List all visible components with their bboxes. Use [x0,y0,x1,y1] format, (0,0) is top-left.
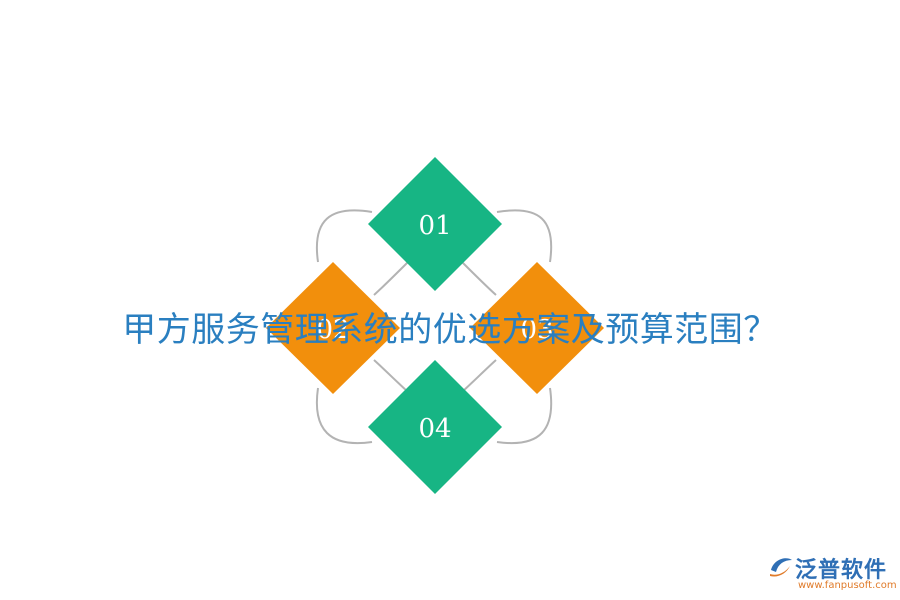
diamond-item-04: 04 [368,360,502,494]
diamond-03-label: 03 [520,315,553,345]
diamond-04-label: 04 [418,414,451,444]
ring-top-left [315,209,373,263]
page-title: 甲方服务管理系统的优选方案及预算范围？ [122,310,778,350]
diamond-02-label: 02 [316,315,349,345]
diamond-item-03: 03 [470,262,604,394]
ring-bottom-right [496,387,553,445]
diamond-item-01: 01 [368,157,502,291]
diamond-01-label: 01 [418,211,451,241]
logo-mark-icon [770,558,792,577]
ring-inner-sw [373,359,409,393]
ring-inner-se [461,359,497,393]
ring-inner-nw [373,261,409,296]
logo-url: www.fanpusoft.com [798,580,897,591]
diamond-item-02: 02 [266,262,400,394]
ring-inner-ne [461,261,497,296]
ring-top-right [496,209,553,263]
diamond-01-shape [368,157,502,291]
diamond-02-shape [266,262,400,394]
connector-rings [315,209,553,445]
brand-logo: 泛普软件 www.fanpusoft.com [768,552,897,596]
diamond-03-shape [470,262,604,394]
logo-name: 泛普软件 [795,558,888,583]
diamond-04-shape [368,360,502,494]
ring-bottom-left [315,387,373,445]
